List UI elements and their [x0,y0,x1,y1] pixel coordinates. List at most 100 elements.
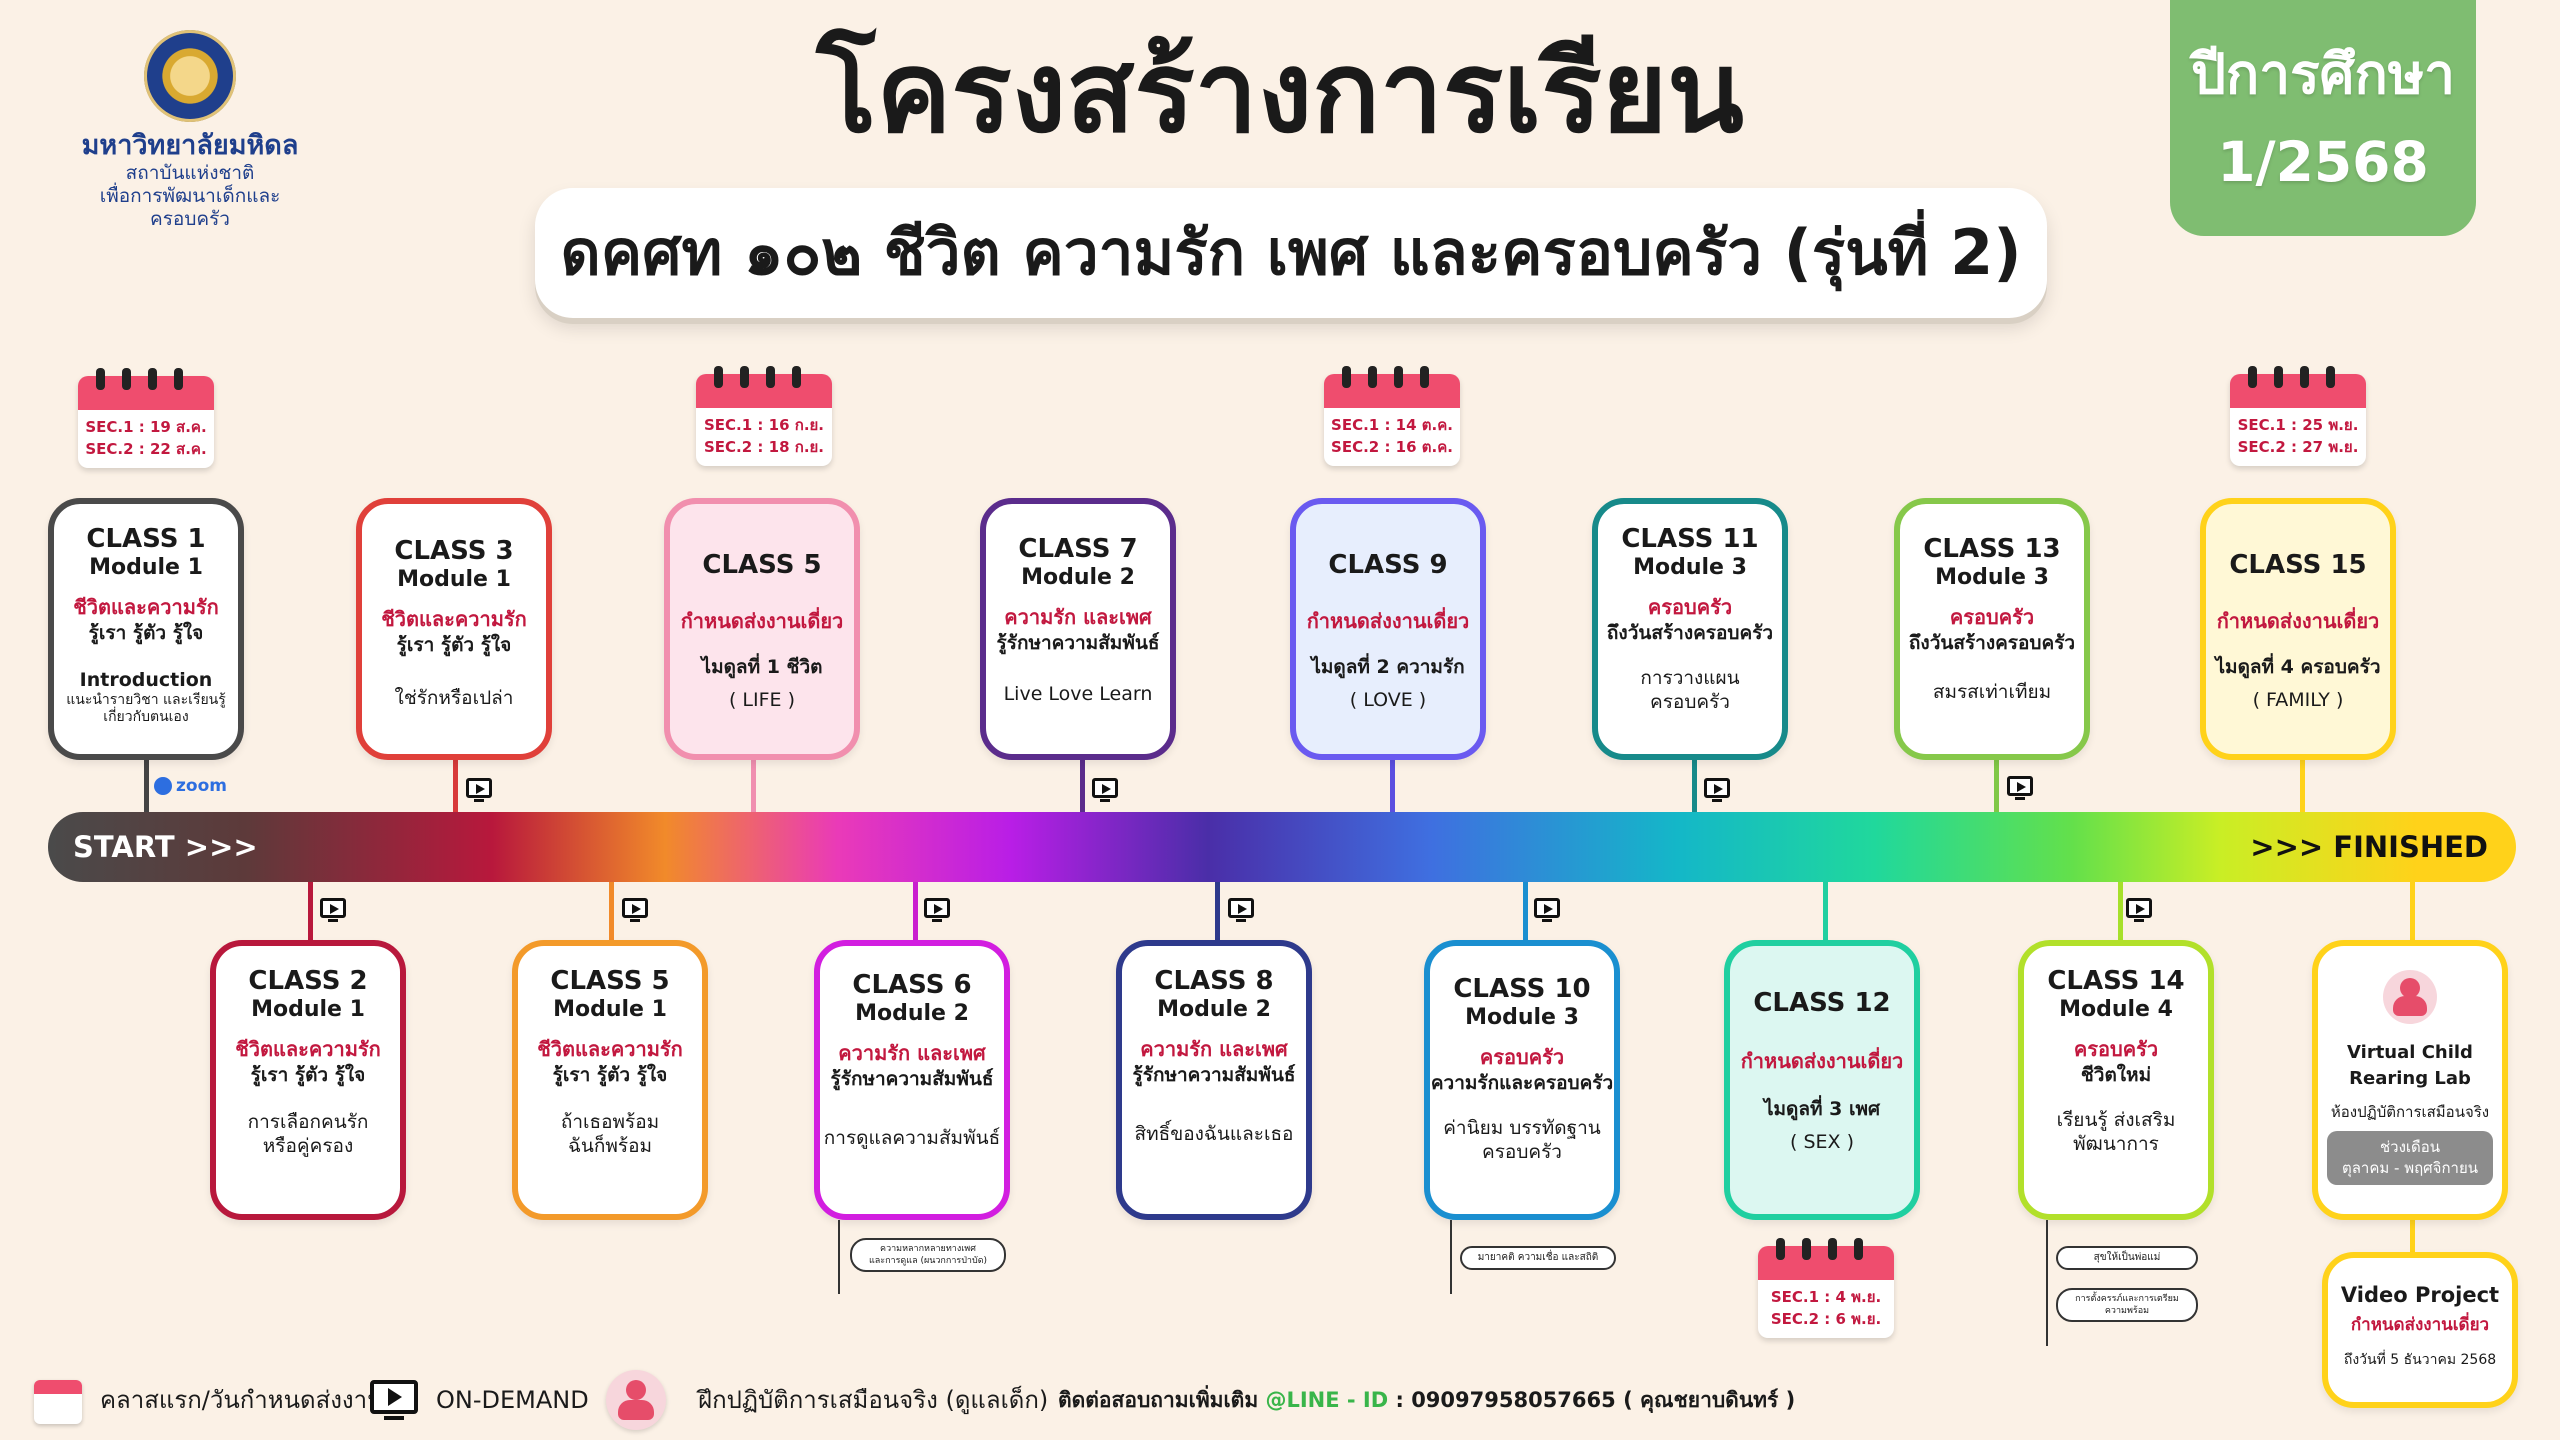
class-subtopic: ถึงวันสร้างครอบครัว [1908,632,2076,654]
class-number: CLASS 3 [394,536,514,566]
class-card-15[interactable]: CLASS 15 กำหนดส่งงานเดี่ยว ไมดูลที่ 4 คร… [2200,498,2396,760]
class-card-1[interactable]: CLASS 1 Module 1 ชีวิตและความรัก รู้เรา … [48,498,244,760]
contact-prefix: ติดต่อสอบถามเพิ่มเติม [1058,1388,1259,1412]
note-line [2046,1220,2048,1346]
note-class-10: มายาคติ ความเชื่อ และสถิติ [1460,1246,1616,1270]
connector [913,880,918,940]
note-class-14b: การตั้งครรภ์และการเตรียมความพร้อม [2056,1288,2198,1322]
class-card-8[interactable]: CLASS 8 Module 2 ความรัก และเพศ รู้รักษา… [1116,940,1312,1220]
class-card-2[interactable]: CLASS 2 Module 1 ชีวิตและความรัก รู้เรา … [210,940,406,1220]
class-topic: กำหนดส่งงานเดี่ยว [1306,609,1470,633]
class-desc: ( LOVE ) [1349,689,1427,711]
connector [453,760,458,814]
on-demand-icon [924,898,950,922]
calendar-text: SEC.1 : 25 พ.ย.SEC.2 : 27 พ.ย. [2237,416,2359,456]
class-card-14[interactable]: CLASS 14 Module 4 ครอบครัว ชีวิตใหม่ เรี… [2018,940,2214,1220]
class-card-11[interactable]: CLASS 11 Module 3 ครอบครัว ถึงวันสร้างคร… [1592,498,1788,760]
on-demand-icon [2007,776,2033,800]
class-desc: Live Love Learn [1003,683,1153,705]
class-module: Module 1 [89,555,203,580]
class-topic: ความรัก และเพศ [1140,1037,1288,1061]
class-subtopic: รู้เรา รู้ตัว รู้ใจ [88,622,204,644]
class-topic: ครอบครัว [1647,595,1733,619]
note-line [1450,1220,1452,1294]
class-topic: ครอบครัว [1949,605,2035,629]
class-card-10[interactable]: CLASS 10 Module 3 ครอบครัว ความรักและครอ… [1424,940,1620,1220]
vc-subtitle: ห้องปฏิบัติการเสมือนจริง [2330,1103,2490,1121]
note-line [838,1220,840,1294]
connector [2118,880,2123,940]
class-desc: ฉันก็พร้อม [567,1135,653,1157]
vc-period-badge: ช่วงเดือน ตุลาคม - พฤศจิกายน [2327,1131,2493,1185]
class-module: Module 3 [1465,1005,1579,1030]
on-demand-icon [320,898,346,922]
class-number: CLASS 13 [1923,534,2061,564]
calendar-badge-class-1: SEC.1 : 19 ส.ค.SEC.2 : 22 ส.ค. [78,368,214,468]
class-card-5[interactable]: CLASS 5 กำหนดส่งงานเดี่ยว ไมดูลที่ 1 ชีว… [664,498,860,760]
class-desc: หรือคู่ครอง [262,1135,354,1157]
zoom-label: zoom [176,776,227,796]
university-seal-icon [144,30,236,122]
class-subtopic: ถึงวันสร้างครอบครัว [1606,622,1774,644]
class-desc: สิทธิ์ของฉันและเธอ [1134,1123,1294,1145]
calendar-badge-class-15: SEC.1 : 25 พ.ย.SEC.2 : 27 พ.ย. [2230,366,2366,466]
class-module: Module 2 [1157,997,1271,1022]
class-number: CLASS 2 [248,966,368,996]
vc-period-value: ตุลาคม - พฤศจิกายน [2341,1159,2479,1177]
class-card-6[interactable]: CLASS 6 Module 2 ความรัก และเพศ รู้รักษา… [814,940,1010,1220]
connector [144,760,149,814]
connector [2410,880,2415,940]
vp-deadline-label: กำหนดส่งงานเดี่ยว [2350,1315,2490,1335]
calendar-text: SEC.1 : 16 ก.ย.SEC.2 : 18 ก.ย. [704,416,824,456]
connector [1692,760,1697,814]
contact-line-id[interactable]: @LINE - ID [1265,1388,1389,1412]
class-subtopic: ความรักและครอบครัว [1430,1072,1614,1094]
class-number: CLASS 14 [2047,966,2185,996]
university-logo: มหาวิทยาลัยมหิดล สถาบันแห่งชาติ เพื่อการ… [60,30,320,231]
class-desc: ( FAMILY ) [2252,689,2344,711]
connector [1390,760,1395,814]
class-number: CLASS 1 [86,524,206,554]
academic-year-badge: ปีการศึกษา 1/2568 [2170,0,2476,236]
zoom-logo: zoom [154,776,227,796]
class-module: Module 1 [553,997,667,1022]
class-number: CLASS 8 [1154,966,1274,996]
class-card-9[interactable]: CLASS 9 กำหนดส่งงานเดี่ยว ไมดูลที่ 2 ควา… [1290,498,1486,760]
class-module: Module 1 [251,997,365,1022]
connector [1523,880,1528,940]
calendar-text: SEC.1 : 19 ส.ค.SEC.2 : 22 ส.ค. [85,418,207,458]
institute-line1: สถาบันแห่งชาติ [125,162,255,184]
vc-title1: Virtual Child [2347,1042,2473,1063]
connector [751,760,756,814]
class-card-7[interactable]: CLASS 7 Module 2 ความรัก และเพศ รู้รักษา… [980,498,1176,760]
on-demand-icon [2126,898,2152,922]
connector [2410,1216,2415,1252]
class-topic: กำหนดส่งงานเดี่ยว [1740,1049,1904,1073]
class-topic: ชีวิตและความรัก [73,595,219,619]
class-subtopic: ไมดูลที่ 4 ครอบครัว [2215,656,2381,678]
class-number: CLASS 6 [852,970,972,1000]
class-card-3[interactable]: CLASS 3 Module 1 ชีวิตและความรัก รู้เรา … [356,498,552,760]
class-card-5b[interactable]: CLASS 5 Module 1 ชีวิตและความรัก รู้เรา … [512,940,708,1220]
class-topic: กำหนดส่งงานเดี่ยว [2216,609,2380,633]
class-number: CLASS 12 [1753,988,1891,1018]
class-number: CLASS 11 [1621,524,1759,554]
class-desc: ครอบครัว [1482,1141,1562,1163]
class-desc: การวางแผน [1640,667,1740,689]
course-subtitle: ดคศท ๑๐๒ ชีวิต ความรัก เพศ และครอบครัว (… [535,188,2047,318]
connector [1823,880,1828,940]
class-subtopic: รู้เรา รู้ตัว รู้ใจ [396,634,512,656]
class-subtopic: ไมดูลที่ 1 ชีวิต [701,656,823,678]
connector [609,880,614,940]
video-project-card[interactable]: Video Project กำหนดส่งงานเดี่ยว ถึงวันที… [2322,1252,2518,1408]
legend-calendar-label: คลาสแรก/วันกำหนดส่งงาน [100,1386,384,1414]
calendar-text: SEC.1 : 4 พ.ย.SEC.2 : 6 พ.ย. [1770,1288,1882,1328]
class-card-13[interactable]: CLASS 13 Module 3 ครอบครัว ถึงวันสร้างคร… [1894,498,2090,760]
virtual-child-card[interactable]: Virtual Child Rearing Lab ห้องปฏิบัติการ… [2312,940,2508,1220]
vp-deadline-date: ถึงวันที่ 5 ธันวาคม 2568 [2343,1352,2497,1368]
class-number: CLASS 9 [1328,550,1448,580]
contact-info: ติดต่อสอบถามเพิ่มเติม @LINE - ID : 09097… [1058,1372,1795,1428]
on-demand-icon [466,778,492,802]
class-desc: พัฒนาการ [2073,1133,2159,1155]
class-card-12[interactable]: CLASS 12 กำหนดส่งงานเดี่ยว ไมดูลที่ 3 เพ… [1724,940,1920,1220]
